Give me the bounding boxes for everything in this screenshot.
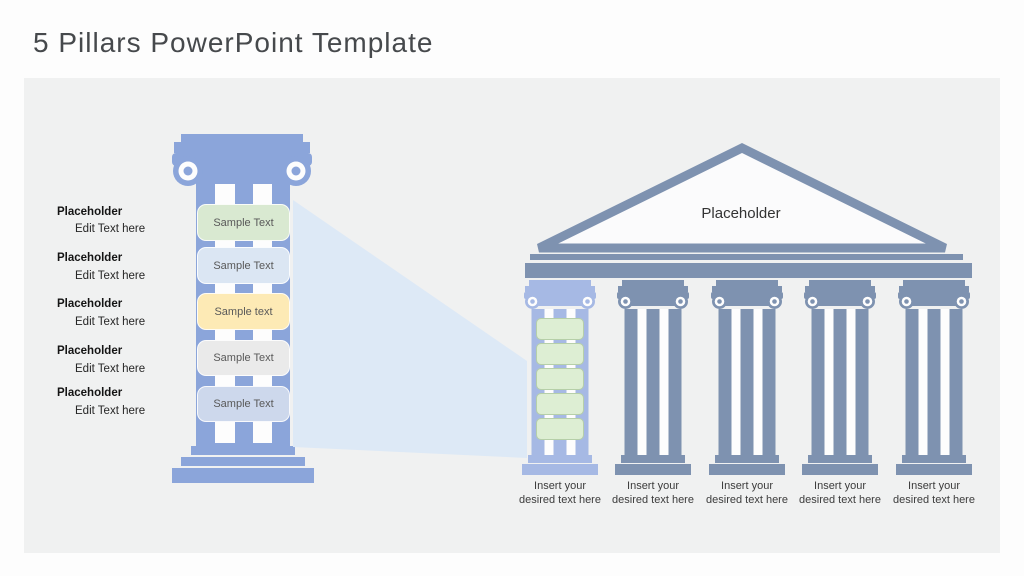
edit-text-subtext: Edit Text here [75, 316, 146, 328]
column-base [802, 464, 878, 475]
temple-column-5 [886, 280, 982, 480]
column-cap-bar [525, 286, 595, 292]
edit-text-subtext: Edit Text here [75, 223, 146, 235]
column-label-line1: Insert your [908, 480, 960, 492]
column-label: Insert your desired text here [605, 480, 701, 507]
sample-text-box: Sample text [197, 293, 290, 330]
column-cap-bar [712, 286, 782, 292]
sample-text-label: Sample Text [213, 216, 274, 229]
column-label-line2: desired text here [612, 493, 694, 506]
column-shaft [811, 309, 869, 455]
edit-text-subtext: Edit Text here [75, 363, 146, 375]
ionic-capital-icon [172, 153, 312, 186]
column-foot [902, 455, 966, 463]
sample-text-label: Sample Text [213, 398, 274, 410]
pillar-abacus-bottom [174, 142, 310, 153]
pillar-base-step2 [181, 457, 305, 466]
temple-column-1 [512, 280, 608, 480]
column-label-line2: desired text here [706, 493, 788, 506]
mini-step-box [536, 343, 584, 365]
column-label-line1: Insert your [534, 480, 586, 492]
column-foot [528, 455, 592, 463]
pillar-abacus-top [181, 134, 303, 142]
column-cap-bar [899, 286, 969, 292]
ionic-capital-icon [711, 292, 783, 309]
placeholder-heading: Placeholder [57, 206, 123, 218]
sample-text-box: Sample Text [197, 247, 290, 284]
column-label-line1: Insert your [814, 480, 866, 492]
mini-step-box [536, 368, 584, 390]
placeholder-heading: Placeholder [57, 387, 123, 399]
column-cap-bar [618, 286, 688, 292]
sample-text-label: Sample text [214, 305, 273, 318]
projection-beam [293, 200, 527, 458]
ionic-capital-icon [804, 292, 876, 309]
sample-text-label: Sample Text [213, 259, 274, 272]
column-shaft [624, 309, 682, 455]
column-base [896, 464, 972, 475]
sample-text-box: Sample Text [197, 386, 290, 422]
page-title: 5 Pillars PowerPoint Template [33, 27, 434, 58]
pediment-label: Placeholder [701, 205, 781, 222]
pillar-base-step3 [172, 468, 314, 483]
edit-text-subtext: Edit Text here [75, 405, 146, 417]
ionic-capital-icon [898, 292, 970, 309]
column-label: Insert your desired text here [512, 480, 608, 507]
column-foot [621, 455, 685, 463]
column-cap-bar [805, 286, 875, 292]
column-base [615, 464, 691, 475]
column-label: Insert your desired text here [792, 480, 888, 507]
pediment-triangle [537, 142, 947, 253]
column-base [709, 464, 785, 475]
entablature-thick-bar [525, 263, 972, 278]
mini-step-box [536, 418, 584, 440]
column-shaft [718, 309, 776, 455]
mini-step-box [536, 318, 584, 340]
edit-text-subtext: Edit Text here [75, 270, 146, 282]
mini-step-box [536, 393, 584, 415]
column-foot [715, 455, 779, 463]
ionic-capital-icon [617, 292, 689, 309]
sample-text-label: Sample Text [213, 352, 274, 364]
temple-column-3 [699, 280, 795, 480]
column-label-line1: Insert your [627, 480, 679, 492]
column-cap-bar [529, 280, 591, 286]
column-label-line1: Insert your [721, 480, 773, 492]
placeholder-heading: Placeholder [57, 298, 123, 310]
temple-column-4 [792, 280, 888, 480]
column-base [522, 464, 598, 475]
ionic-capital-icon [524, 292, 596, 309]
column-cap-bar [809, 280, 871, 286]
column-label-line2: desired text here [519, 493, 601, 506]
column-label-line2: desired text here [893, 493, 975, 506]
sample-text-box: Sample Text [197, 340, 290, 376]
column-label: Insert your desired text here [886, 480, 982, 507]
column-shaft [905, 309, 963, 455]
column-cap-bar [903, 280, 965, 286]
column-cap-bar [716, 280, 778, 286]
placeholder-heading: Placeholder [57, 345, 123, 357]
column-foot [808, 455, 872, 463]
column-cap-bar [622, 280, 684, 286]
placeholder-heading: Placeholder [57, 252, 123, 264]
column-label-line2: desired text here [799, 493, 881, 506]
entablature-thin-bar [530, 254, 963, 260]
temple-column-2 [605, 280, 701, 480]
sample-text-box: Sample Text [197, 204, 290, 241]
column-label: Insert your desired text here [699, 480, 795, 507]
pillar-base-step1 [191, 446, 295, 455]
